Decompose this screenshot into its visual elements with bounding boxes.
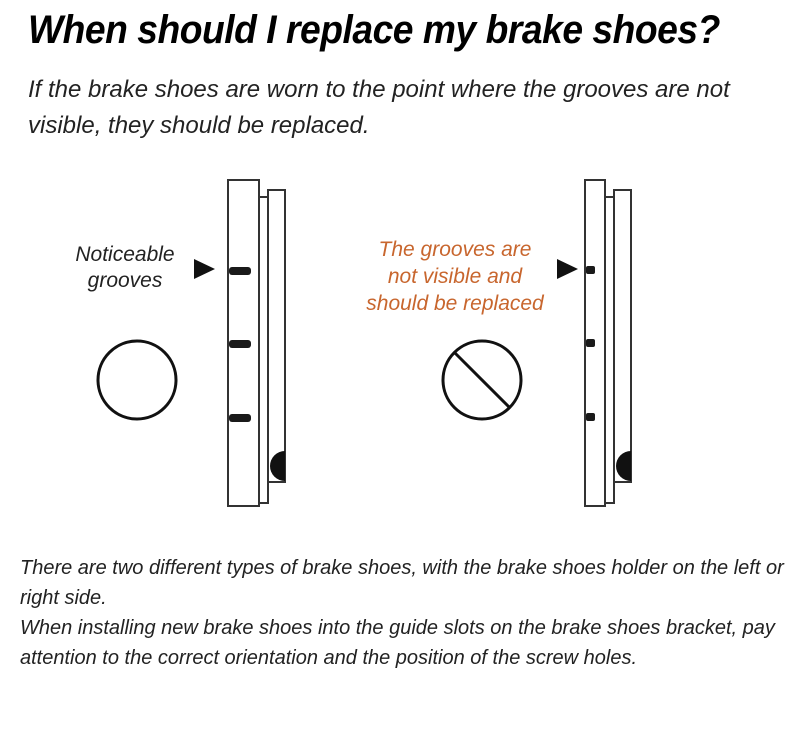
footer-notes: There are two different types of brake s… [20, 553, 790, 673]
left-label-line-2: grooves [87, 269, 163, 292]
right-shoe-lining [613, 189, 632, 483]
prohibited-icon [441, 339, 523, 421]
footer-paragraph-2: When installing new brake shoes into the… [20, 617, 775, 669]
intro-text: If the brake shoes are worn to the point… [28, 76, 730, 139]
left-label-line-1: Noticeable [75, 243, 175, 266]
right-pointer-arrow-icon [557, 259, 578, 279]
left-shoe-lining [267, 189, 286, 483]
brake-shoe-diagram [96, 179, 632, 507]
right-label-line-3: should be replaced [366, 292, 544, 315]
right-brake-shoe [441, 179, 632, 507]
page-title: When should I replace my brake shoes? [28, 8, 720, 52]
left-groove-1 [229, 267, 251, 275]
left-groove-label: Noticeable grooves [55, 242, 195, 294]
right-shoe-outer-plate [604, 196, 615, 504]
left-pointer-arrow-icon [194, 259, 215, 279]
right-groove-1 [586, 266, 595, 274]
right-screw-hole [616, 451, 631, 481]
right-groove-label: The grooves are not visible and should b… [340, 236, 570, 317]
right-label-line-1: The grooves are [378, 238, 532, 261]
left-groove-2 [229, 340, 251, 348]
left-groove-3 [229, 414, 251, 422]
circle-ok-icon [96, 339, 178, 421]
footer-paragraph-1: There are two different types of brake s… [20, 557, 784, 609]
left-screw-hole [270, 451, 285, 481]
left-shoe-outer-plate [258, 196, 269, 504]
right-label-line-2: not visible and [387, 265, 523, 288]
left-brake-shoe [96, 179, 286, 507]
right-groove-2 [586, 339, 595, 347]
right-groove-3 [586, 413, 595, 421]
